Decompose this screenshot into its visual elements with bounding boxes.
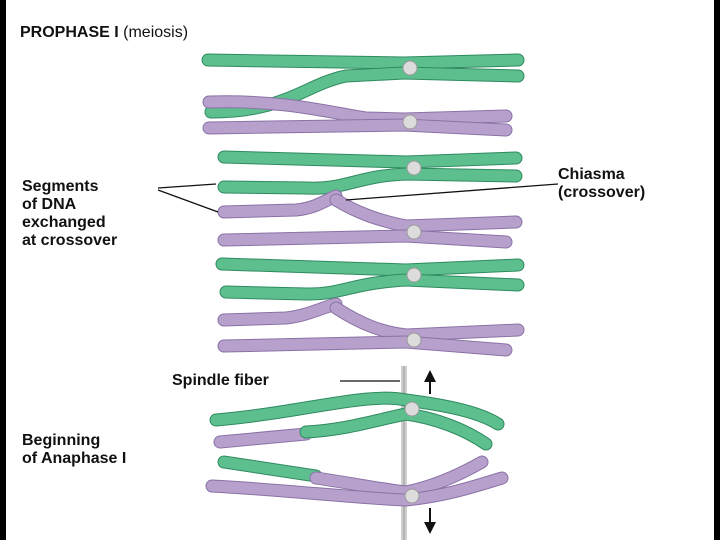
centromere bbox=[406, 224, 422, 240]
centromere bbox=[406, 332, 422, 348]
arrow-down-icon bbox=[424, 508, 436, 534]
anaphase-chromosome-lower bbox=[205, 455, 509, 507]
diagram-panel: .g { fill: none; stroke: #5dbf8e; stroke… bbox=[6, 0, 714, 540]
anaphase-label: Beginning of Anaphase I bbox=[22, 432, 127, 467]
tetrad-3 bbox=[215, 257, 525, 357]
centromere bbox=[404, 401, 420, 417]
title-main: PROPHASE I bbox=[20, 24, 119, 41]
tetrad-1 bbox=[201, 53, 525, 137]
meiosis-diagram: .g { fill: none; stroke: #5dbf8e; stroke… bbox=[157, 53, 559, 540]
page-title: PROPHASE I (meiosis) bbox=[20, 24, 188, 42]
tetrad-2 bbox=[217, 150, 523, 249]
centromere bbox=[404, 488, 420, 504]
title-sub: (meiosis) bbox=[123, 24, 189, 41]
anaphase-chromosome-upper bbox=[209, 391, 505, 451]
arrow-up-icon bbox=[424, 370, 436, 394]
segments-pointer-lines bbox=[157, 183, 219, 213]
chiasma-pointer-line bbox=[345, 183, 559, 201]
segments-label: Segments of DNA exchanged at crossover bbox=[22, 178, 118, 249]
chiasma-label: Chiasma (crossover) bbox=[558, 166, 646, 201]
centromere bbox=[402, 60, 418, 76]
centromere bbox=[406, 160, 422, 176]
centromere bbox=[406, 267, 422, 283]
spindle-fiber-label: Spindle fiber bbox=[172, 372, 269, 389]
centromere bbox=[402, 114, 418, 130]
